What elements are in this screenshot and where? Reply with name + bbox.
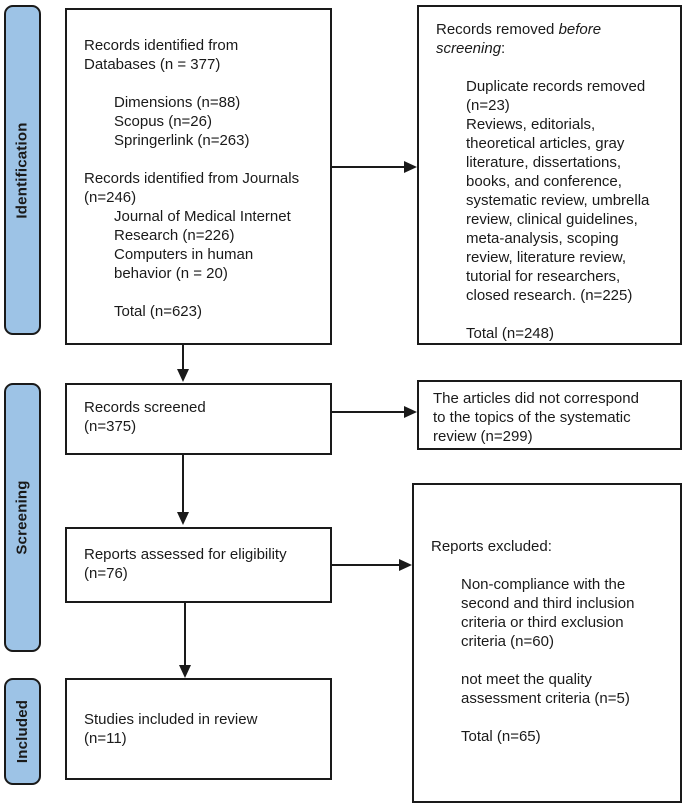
stage-screening-label: Screening [14,480,32,555]
records-identified-line: Computers in human [114,246,254,263]
records-screened-line: Records screened [84,399,206,416]
reports-excluded-box: Reports excluded: Non-compliance with th… [412,483,682,803]
records-identified-line: Records identified from Journals [84,170,300,187]
records-identified-line: behavior (n = 20) [114,265,228,282]
records-removed-line: theoretical articles, gray [466,135,625,152]
arrowhead-screened-to-assessed [177,512,189,525]
records-removed-heading: Records removed before screening: [436,21,602,57]
records-removed-line: tutorial for researchers, [466,268,621,285]
reports-excluded-heading: Reports excluded: [431,538,552,555]
records-identified-line: Dimensions (n=88) [114,94,241,111]
reports-assessed-line: Reports assessed for eligibility [84,546,287,563]
articles-not-correspond-line: The articles did not correspond [433,390,639,407]
records-screened-box: Records screened (n=375) [65,383,332,455]
studies-included-box: Studies included in review (n=11) [65,678,332,780]
records-removed-line: review, clinical guidelines, [466,211,638,228]
records-removed-line: (n=23) [466,97,510,114]
records-identified-line: (n=246) [84,189,137,206]
studies-included-line: (n=11) [84,730,127,747]
records-removed-total: Total (n=248) [466,325,554,342]
records-screened-line: (n=375) [84,418,137,435]
records-removed-line: meta-analysis, scoping [466,230,619,247]
reports-excluded-line: criteria (n=60) [461,633,554,650]
reports-excluded-line: assessment criteria (n=5) [461,690,630,707]
records-removed-line: books, and conference, [466,173,622,190]
arrow-assessed-to-excluded [332,564,400,566]
articles-not-correspond-box: The articles did not correspond to the t… [417,380,682,450]
arrowhead-identified-to-removed [404,161,417,173]
arrow-identified-to-screened [182,345,184,370]
stage-identification: Identification [4,5,41,335]
arrow-screened-to-articles [332,411,405,413]
records-removed-line: literature, dissertations, [466,154,622,171]
records-identified-line: Journal of Medical Internet [114,208,291,225]
reports-excluded-line: second and third inclusion [461,595,635,612]
records-identified-line: Research (n=226) [114,227,235,244]
records-identified-line: Scopus (n=26) [114,113,212,130]
arrowhead-assessed-to-included [179,665,191,678]
records-removed-line: systematic review, umbrella [466,192,650,209]
arrow-screened-to-assessed [182,455,184,513]
records-identified-box: Records identified from Databases (n = 3… [65,8,332,345]
records-removed-line: closed research. (n=225) [466,287,633,304]
records-identified-line: Records identified from [84,37,239,54]
records-removed-line: Duplicate records removed [466,78,646,95]
stage-screening: Screening [4,383,41,652]
reports-excluded-line: Non-compliance with the [461,576,626,593]
arrowhead-assessed-to-excluded [399,559,412,571]
reports-assessed-box: Reports assessed for eligibility (n=76) [65,527,332,603]
arrow-assessed-to-included [184,603,186,666]
records-identified-line: Databases (n = 377) [84,56,221,73]
studies-included-line: Studies included in review [84,711,258,728]
reports-assessed-line: (n=76) [84,565,128,582]
articles-not-correspond-line: to the topics of the systematic [433,409,631,426]
records-removed-line: review, literature review, [466,249,627,266]
arrow-identified-to-removed [332,166,405,168]
records-removed-line: Reviews, editorials, [466,116,596,133]
reports-excluded-total: Total (n=65) [461,728,541,745]
stage-identification-label: Identification [14,121,32,219]
articles-not-correspond-line: review (n=299) [433,428,533,445]
records-removed-box: Records removed before screening: Duplic… [417,5,682,345]
stage-included-label: Included [14,699,31,764]
stage-included: Included [4,678,41,785]
reports-excluded-line: not meet the quality [461,671,592,688]
arrowhead-identified-to-screened [177,369,189,382]
records-identified-total: Total (n=623) [114,303,202,320]
reports-excluded-line: criteria or third exclusion [461,614,624,631]
records-identified-line: Springerlink (n=263) [114,132,250,149]
arrowhead-screened-to-articles [404,406,417,418]
